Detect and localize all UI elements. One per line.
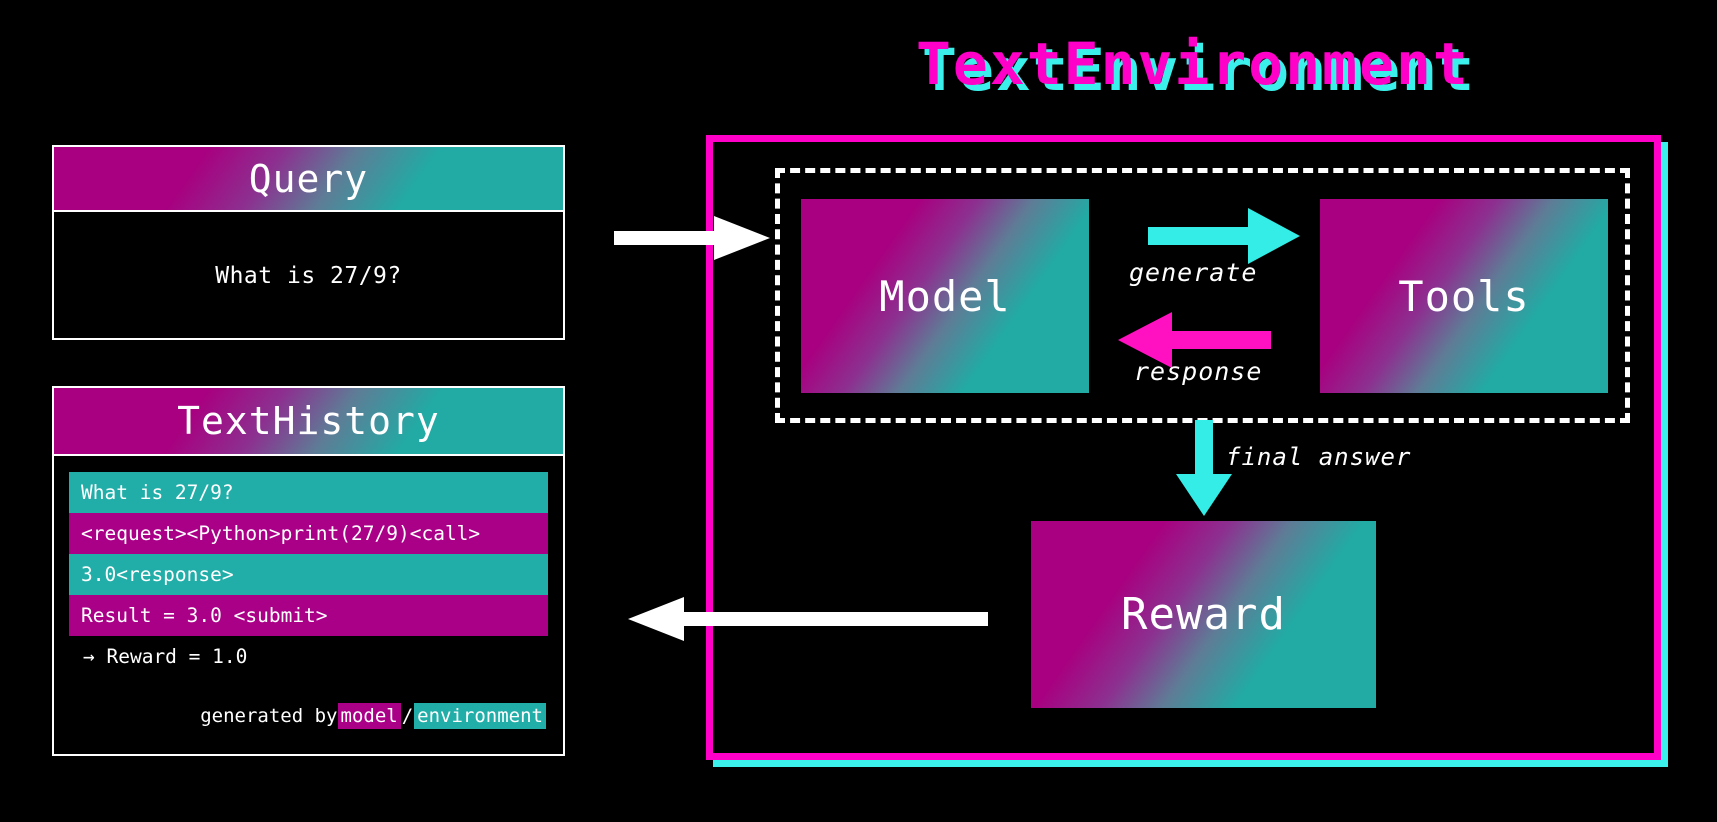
list-item-reward: → Reward = 1.0 xyxy=(83,645,248,668)
legend: generated by model/environment xyxy=(69,703,548,729)
list-item: What is 27/9? xyxy=(69,472,548,513)
model-block: Model xyxy=(801,199,1089,393)
generate-arrow-label: generate xyxy=(1129,258,1258,287)
text-history-card-header: TextHistory xyxy=(54,388,563,456)
legend-swatch-environment: environment xyxy=(414,703,546,729)
query-card: Query What is 27/9? xyxy=(52,145,565,340)
query-card-header: Query xyxy=(54,147,563,212)
legend-separator: / xyxy=(401,705,414,727)
text-history-card: TextHistory What is 27/9? <request><Pyth… xyxy=(52,386,565,756)
final-answer-arrow-label: final answer xyxy=(1226,443,1412,471)
list-item: Result = 3.0 <submit> xyxy=(69,595,548,636)
legend-prefix: generated by xyxy=(200,705,338,727)
page-title: TextEnvironment xyxy=(916,30,1470,98)
reward-block: Reward xyxy=(1031,521,1376,708)
text-history-rows: What is 27/9? <request><Python>print(27/… xyxy=(54,456,563,729)
tools-block: Tools xyxy=(1320,199,1608,393)
list-item: 3.0<response> xyxy=(69,554,548,595)
response-arrow-label: response xyxy=(1134,357,1263,386)
legend-swatch-model: model xyxy=(337,703,401,729)
list-item: <request><Python>print(27/9)<call> xyxy=(69,513,548,554)
query-card-body: What is 27/9? xyxy=(215,263,402,289)
